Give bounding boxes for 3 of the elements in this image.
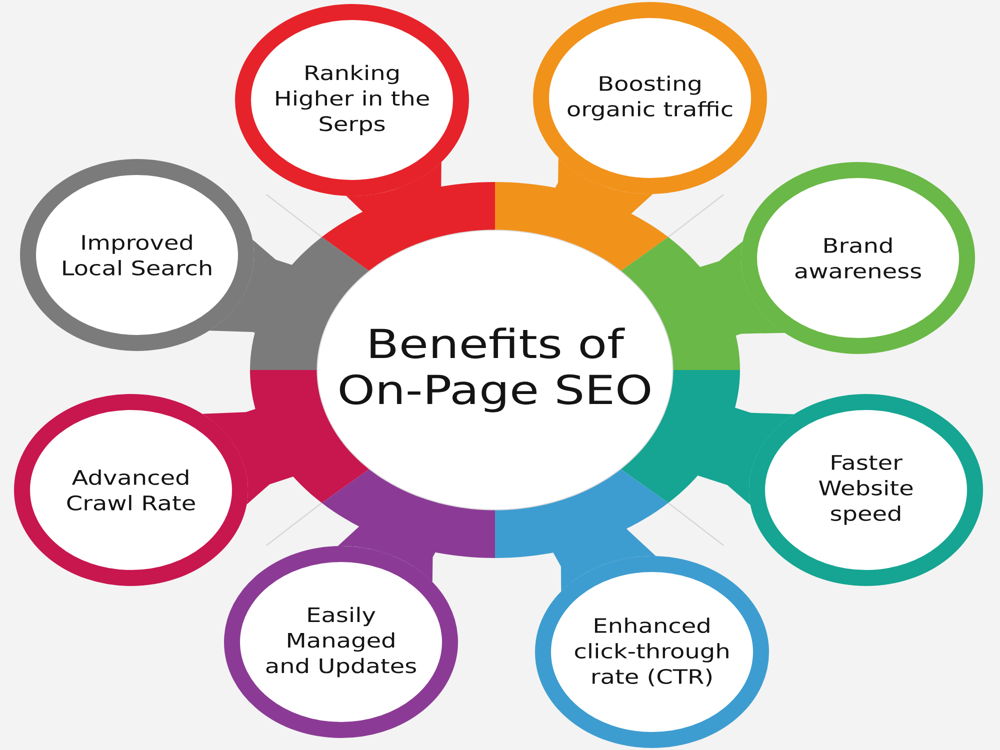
connector-band bbox=[209, 237, 369, 370]
connector-band bbox=[202, 370, 369, 505]
connector-band bbox=[495, 469, 668, 592]
